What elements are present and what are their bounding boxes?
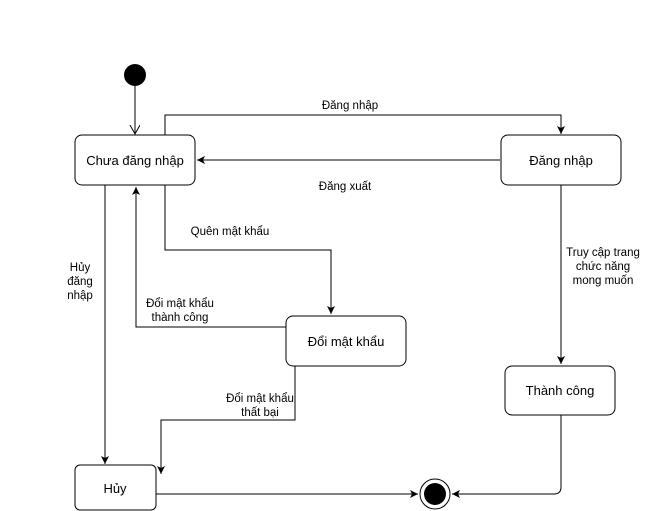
edge-change-pw-fail	[157, 366, 296, 474]
label-change-pw-success-2: thành công	[152, 312, 209, 324]
label-forgot-password: Quên mật khẩu	[191, 226, 270, 238]
state-success-label: Thành công	[526, 383, 595, 398]
state-logged-in-label: Đăng nhập	[529, 153, 593, 168]
state-change-password-label: Đổi mật khẩu	[308, 334, 385, 349]
state-not-logged-in-label: Chưa đăng nhập	[86, 153, 184, 168]
label-access-feature-2: chức năng	[576, 261, 630, 273]
label-cancel-login-1: Hủy	[70, 262, 91, 274]
edge-success-to-final	[452, 415, 562, 498]
label-change-pw-fail-2: thất bại	[241, 407, 279, 419]
label-cancel-login-2: đăng	[67, 276, 93, 288]
final-state	[419, 478, 451, 510]
state-cancel: Hủy	[74, 464, 157, 511]
state-not-logged-in: Chưa đăng nhập	[74, 134, 196, 186]
state-success: Thành công	[504, 365, 616, 416]
label-access-feature-3: mong muốn	[573, 275, 634, 287]
label-logout: Đăng xuất	[319, 181, 372, 193]
label-login: Đăng nhập	[322, 100, 378, 112]
initial-state	[124, 64, 146, 86]
label-change-pw-success-1: Đổi mật khẩu	[146, 298, 214, 310]
edge-forgot-password	[164, 185, 335, 314]
state-change-password: Đổi mật khẩu	[285, 315, 407, 367]
label-cancel-login-3: nhập	[67, 290, 93, 302]
state-logged-in: Đăng nhập	[500, 134, 622, 186]
state-cancel-label: Hủy	[103, 481, 127, 496]
label-access-feature-1: Truy cập trang	[566, 247, 640, 259]
label-change-pw-fail-1: Đổi mật khẩu	[226, 393, 294, 405]
edge-login	[164, 114, 565, 135]
edge-change-pw-success	[132, 187, 286, 328]
